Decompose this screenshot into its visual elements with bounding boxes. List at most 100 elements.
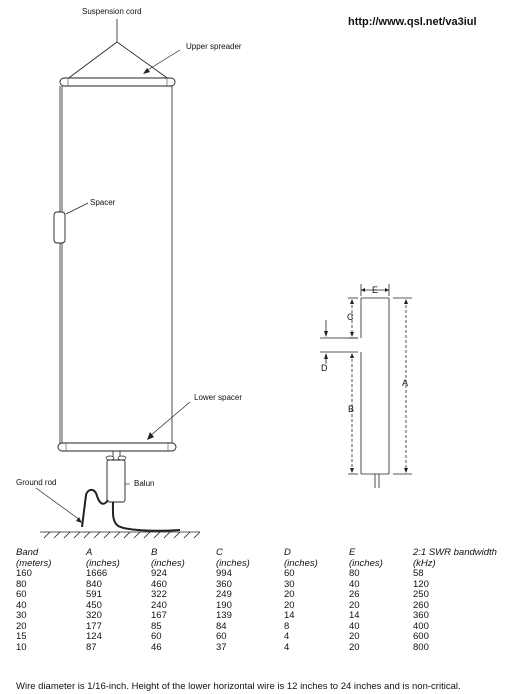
cell-b: 46	[151, 641, 162, 653]
balun-label: Balun	[134, 479, 155, 488]
cell-a: 320	[86, 610, 102, 621]
dimension-diagram	[320, 284, 412, 488]
suspension-cord-label: Suspension cord	[82, 7, 142, 16]
cell-c: 994	[216, 568, 232, 579]
table-row: 40 450 240 190 20 20 260	[16, 599, 503, 612]
cell-b: 322	[151, 589, 167, 600]
dim-label-b: B	[348, 404, 355, 414]
cell-a: 177	[86, 620, 102, 632]
upper-spreader-leader	[145, 49, 181, 72]
table-row: 20 177 85 84 8 40 400	[16, 620, 503, 633]
cell-a: 124	[86, 631, 102, 642]
cell-a: 450	[86, 599, 102, 611]
ground-rod-label: Ground rod	[16, 478, 57, 487]
dimensions-table: Band(meters) A(inches) B(inches) C(inche…	[16, 547, 503, 654]
cell-swr: 260	[413, 599, 429, 611]
ground-rod-arrowhead	[76, 517, 82, 523]
cell-a: 87	[86, 641, 97, 653]
cell-d: 20	[284, 599, 295, 611]
table-header-row: Band(meters) A(inches) B(inches) C(inche…	[16, 547, 503, 569]
cell-e: 20	[349, 641, 360, 653]
cell-swr: 250	[413, 589, 429, 600]
cell-b: 85	[151, 620, 162, 632]
header-swr-bandwidth: 2:1 SWR bandwidth(kHz)	[413, 547, 497, 569]
upper-spreader-label: Upper spreader	[186, 42, 242, 51]
cell-swr: 58	[413, 568, 424, 579]
cell-b: 460	[151, 578, 167, 590]
cell-swr: 120	[413, 578, 429, 590]
dim-label-e: E	[372, 285, 379, 295]
cell-swr: 600	[413, 631, 429, 642]
dimension-arrowheads	[324, 288, 408, 473]
cell-a: 591	[86, 589, 102, 600]
antenna-wires	[59, 86, 173, 444]
dim-label-c: C	[347, 312, 354, 322]
cell-d: 4	[284, 631, 290, 642]
upper-spreader	[59, 77, 176, 87]
cell-e: 14	[349, 610, 360, 621]
footnote: Wire diameter is 1/16-inch. Height of th…	[16, 681, 461, 692]
cell-band: 10	[16, 641, 27, 653]
cell-band: 15	[16, 631, 27, 642]
spacer-leader	[65, 202, 89, 215]
cell-a: 840	[86, 578, 102, 590]
table-row: 10 87 46 37 4 20 800	[16, 641, 503, 654]
header-a: A(inches)	[86, 547, 120, 569]
cell-swr: 800	[413, 641, 429, 653]
ground-rod	[81, 488, 109, 528]
dim-label-a: A	[402, 378, 409, 388]
spacer	[53, 211, 66, 244]
cell-band: 30	[16, 610, 27, 621]
header-e: E(inches)	[349, 547, 383, 569]
cell-c: 360	[216, 578, 232, 590]
cell-e: 26	[349, 589, 360, 600]
cell-band: 60	[16, 589, 27, 600]
cell-c: 60	[216, 631, 227, 642]
header-b: B(inches)	[151, 547, 185, 569]
cell-swr: 400	[413, 620, 429, 632]
table-row: 80 840 460 360 30 40 120	[16, 578, 503, 591]
cell-e: 40	[349, 578, 360, 590]
ground-rod-leader	[35, 487, 81, 521]
cell-swr: 360	[413, 610, 429, 621]
upper-spreader-arrowhead	[143, 68, 150, 74]
cell-band: 20	[16, 620, 27, 632]
cell-e: 80	[349, 568, 360, 579]
cell-e: 40	[349, 620, 360, 632]
cell-b: 240	[151, 599, 167, 611]
watermark-url: http://www.qsl.net/va3iul	[348, 16, 477, 28]
balun	[105, 455, 127, 503]
header-d: D(inches)	[284, 547, 318, 569]
lower-spacer-leader	[149, 401, 191, 437]
cell-c: 139	[216, 610, 232, 621]
cell-c: 190	[216, 599, 232, 611]
cell-e: 20	[349, 631, 360, 642]
cell-c: 37	[216, 641, 227, 653]
lower-spacer	[57, 442, 177, 452]
cell-band: 80	[16, 578, 27, 590]
cell-c: 84	[216, 620, 227, 632]
dim-label-d: D	[321, 363, 328, 373]
cell-d: 30	[284, 578, 295, 590]
cell-band: 40	[16, 599, 27, 611]
cell-c: 249	[216, 589, 232, 600]
lower-spacer-label: Lower spacer	[194, 393, 243, 402]
cell-e: 20	[349, 599, 360, 611]
table-row: 15 124 60 60 4 20 600	[16, 631, 503, 643]
suspension-cord	[65, 19, 171, 81]
cell-d: 60	[284, 568, 295, 579]
coax-cable	[111, 501, 181, 532]
cell-d: 8	[284, 620, 290, 632]
cell-a: 1666	[86, 568, 108, 579]
cell-d: 4	[284, 641, 290, 653]
lower-spacer-arrowhead	[147, 432, 154, 440]
cell-b: 924	[151, 568, 167, 579]
spacer-label: Spacer	[90, 198, 116, 207]
cell-b: 60	[151, 631, 162, 642]
header-band: Band(meters)	[16, 547, 52, 569]
cell-d: 14	[284, 610, 295, 621]
